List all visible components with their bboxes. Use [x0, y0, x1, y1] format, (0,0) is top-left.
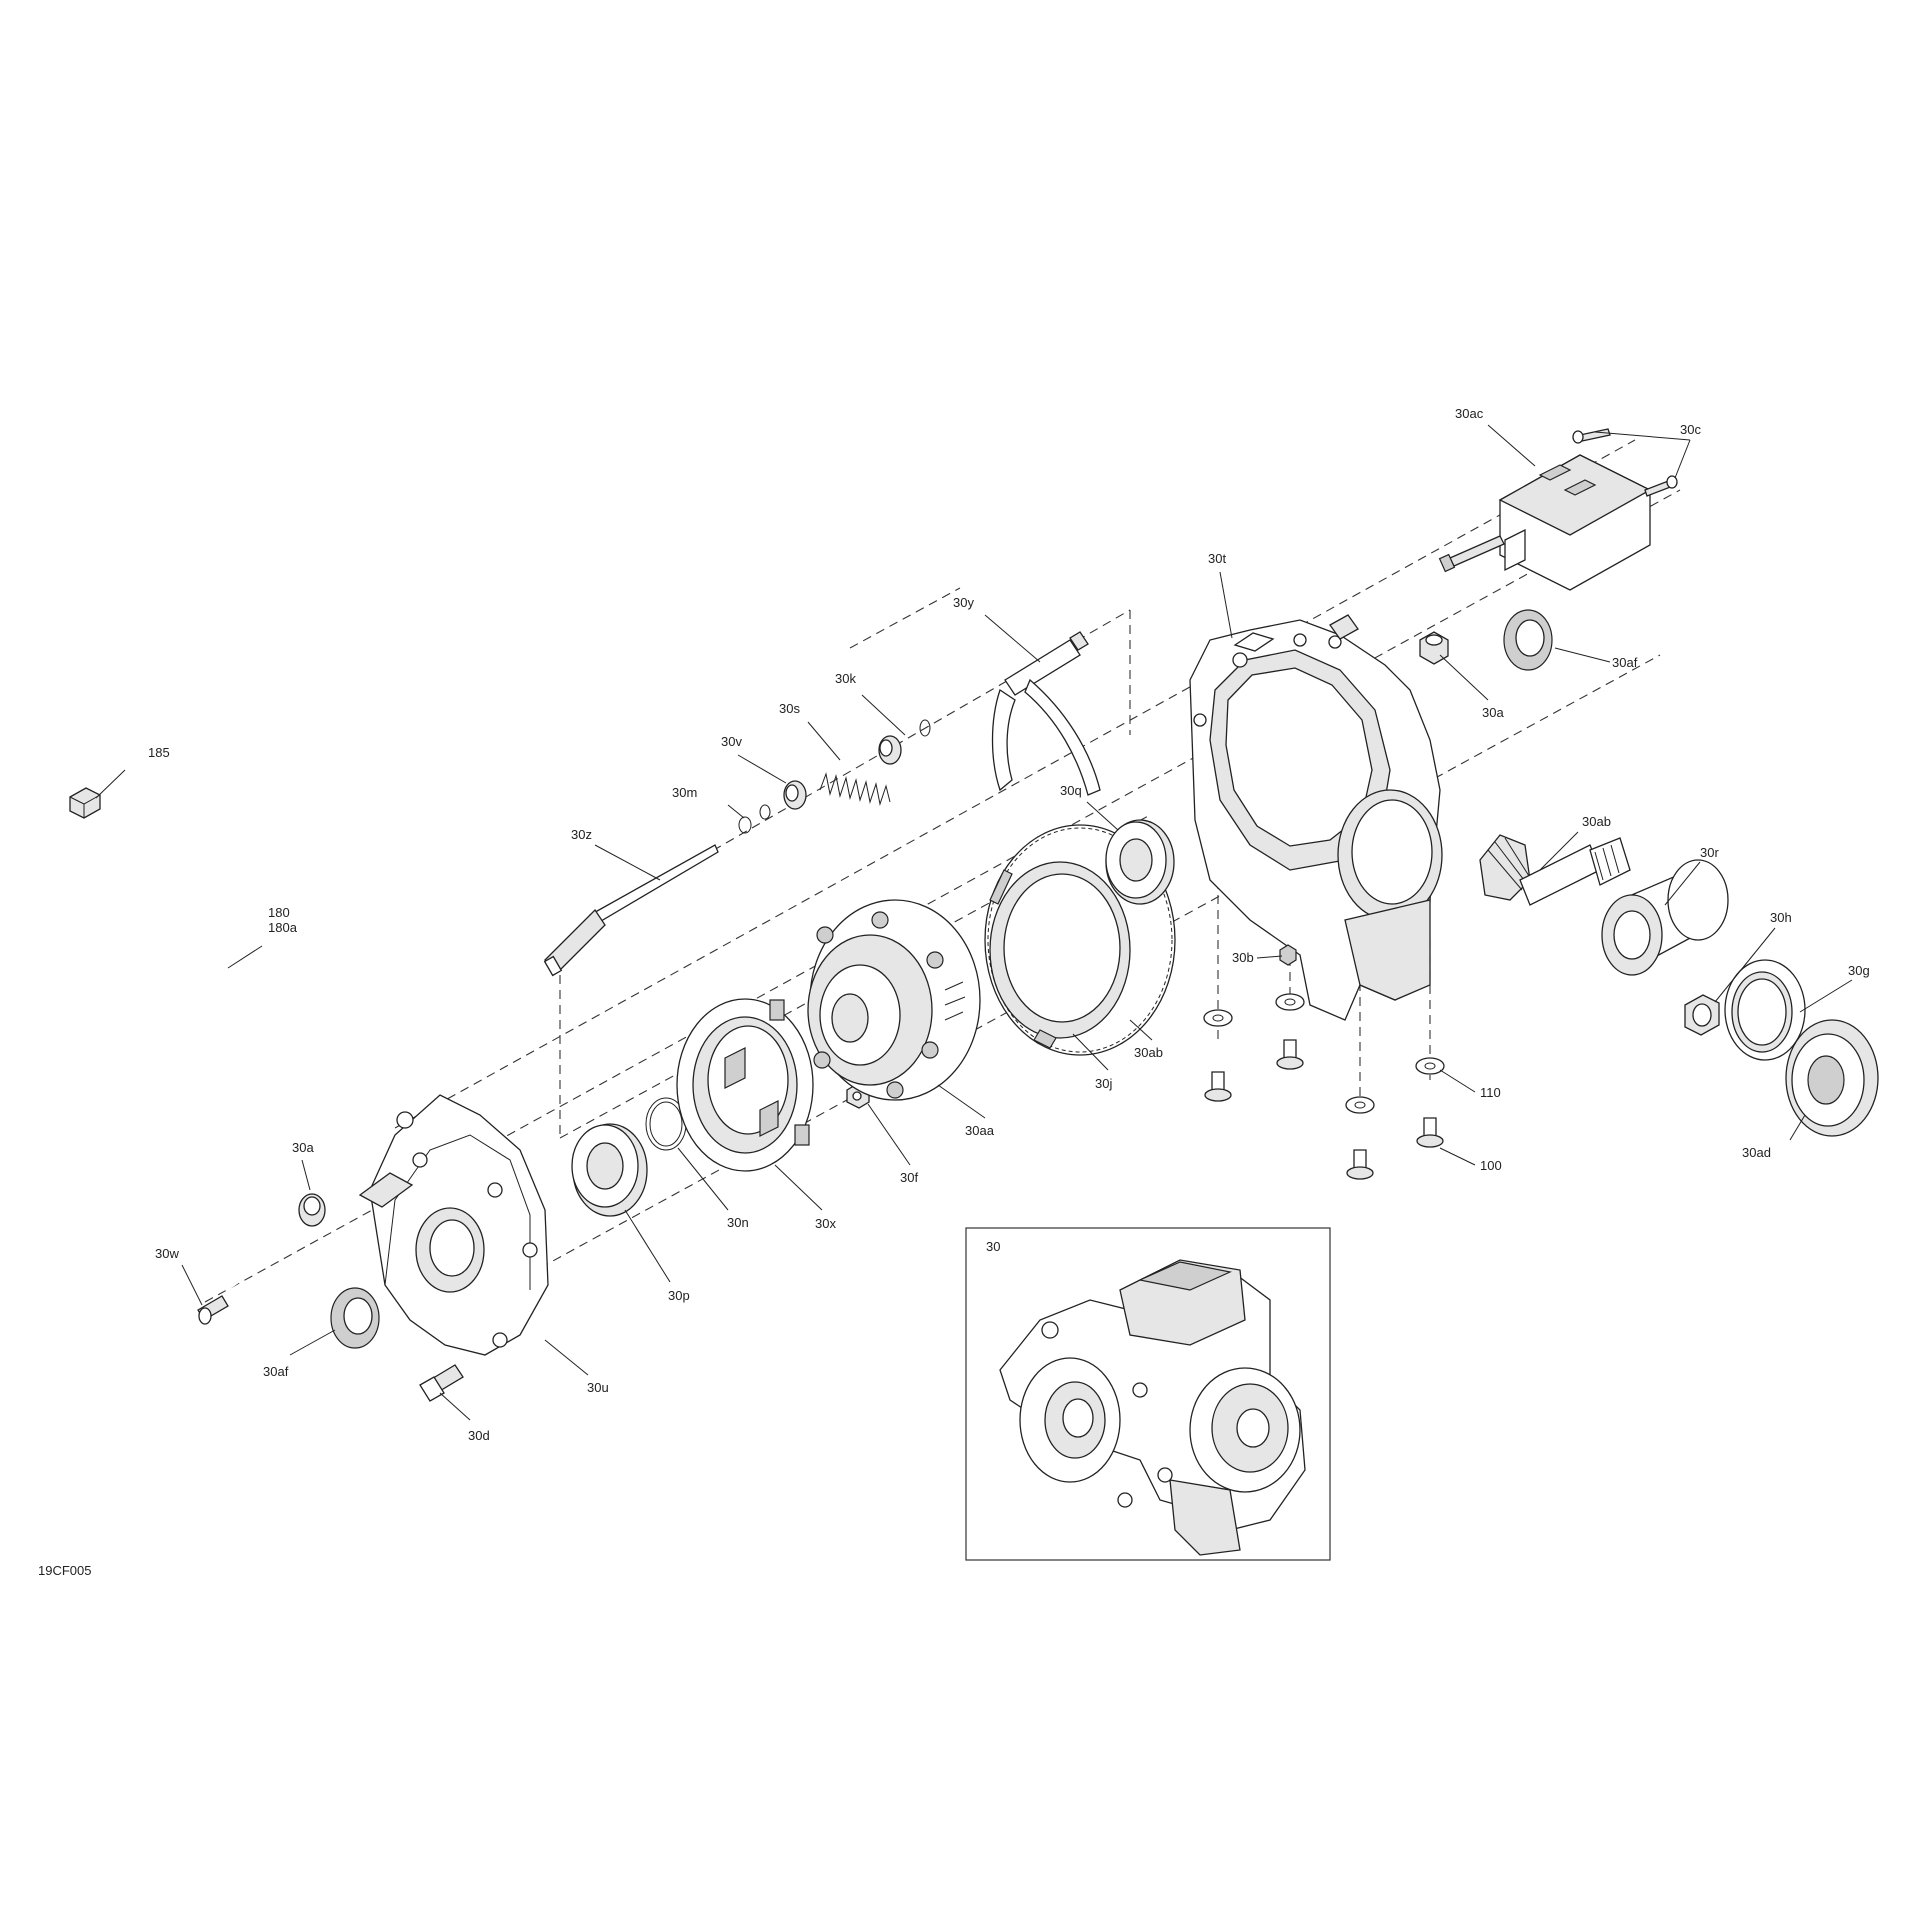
spacer-30k: [878, 719, 931, 765]
assembled-view-inset: [965, 1227, 1331, 1561]
callout-180a: 180a: [268, 920, 298, 935]
seal-30af-right: [1503, 609, 1553, 671]
spacer-30v: [783, 780, 807, 810]
plug-30a-left: [298, 1193, 326, 1227]
spacer-30g: [1724, 959, 1806, 1061]
callout-30af-left: 30af: [263, 1364, 289, 1379]
callout-30a-left: 30a: [292, 1140, 314, 1155]
screws-30c: [1572, 428, 1678, 497]
callout-180: 180: [268, 905, 290, 920]
callout-30m: 30m: [672, 785, 697, 800]
pinion-30ab: [1479, 834, 1631, 906]
washers-110: [1203, 993, 1445, 1114]
main-housing-30t: [1189, 614, 1443, 1021]
plug-30b: [1279, 944, 1297, 966]
bolt-30d: [419, 1364, 464, 1402]
shift-fork-30y: [991, 631, 1101, 796]
bolts-100: [1204, 1039, 1444, 1180]
actuator-30ac: [1438, 454, 1652, 591]
callout-30a-right: 30a: [1482, 705, 1504, 720]
callout-labels: 185 180 180a 30w 30a 30af 30d 30u 30p 30…: [38, 406, 1870, 1578]
clip-30m: [738, 804, 771, 834]
inset-label: 30: [986, 1239, 1000, 1254]
seal-30ad: [1785, 1019, 1879, 1137]
callout-30y: 30y: [953, 595, 974, 610]
callout-30p: 30p: [668, 1288, 690, 1303]
callout-30q: 30q: [1060, 783, 1082, 798]
callout-110: 110: [1480, 1085, 1501, 1100]
callout-30u: 30u: [587, 1380, 609, 1395]
left-cover-30u: [358, 1094, 549, 1356]
callout-30c: 30c: [1680, 422, 1701, 437]
callout-30j: 30j: [1095, 1076, 1112, 1091]
callout-30n: 30n: [727, 1215, 749, 1230]
bearing-30p: [571, 1123, 648, 1217]
callout-30v: 30v: [721, 734, 742, 749]
wiring-harness-180: [127, 796, 264, 1292]
callout-30f: 30f: [900, 1170, 918, 1185]
callout-185: 185: [148, 745, 170, 760]
callout-30af-right: 30af: [1612, 655, 1638, 670]
callout-30h: 30h: [1770, 910, 1792, 925]
callout-30aa: 30aa: [965, 1123, 995, 1138]
callout-30b: 30b: [1232, 950, 1254, 965]
diagram-code: 19CF005: [38, 1563, 91, 1578]
callout-30ac: 30ac: [1455, 406, 1484, 421]
callout-100: 100: [1480, 1158, 1502, 1173]
callout-30ab-ring: 30ab: [1134, 1045, 1163, 1060]
leader-lines: [95, 424, 1853, 1421]
callout-30d: 30d: [468, 1428, 490, 1443]
spring-30s: [819, 772, 891, 806]
callout-30t: 30t: [1208, 551, 1226, 566]
callout-30g: 30g: [1848, 963, 1870, 978]
callout-30z: 30z: [571, 827, 592, 842]
connector-185: [69, 787, 101, 819]
bearing-30r: [1601, 859, 1729, 976]
nut-30h: [1684, 994, 1720, 1036]
callout-30ad: 30ad: [1742, 1145, 1771, 1160]
callout-30k: 30k: [835, 671, 856, 686]
differential-30aa: [807, 899, 981, 1101]
bearing-30q: [1105, 819, 1175, 905]
callout-30ab-pinion: 30ab: [1582, 814, 1611, 829]
seal-30af-left: [330, 1287, 380, 1349]
clutch-housing-30x: [676, 998, 814, 1172]
callout-30r: 30r: [1700, 845, 1719, 860]
callout-30w: 30w: [155, 1246, 179, 1261]
callout-30x: 30x: [815, 1216, 836, 1231]
sensor-30w: [197, 1295, 229, 1325]
shift-shaft-30z: [543, 844, 719, 977]
callout-30s: 30s: [779, 701, 800, 716]
